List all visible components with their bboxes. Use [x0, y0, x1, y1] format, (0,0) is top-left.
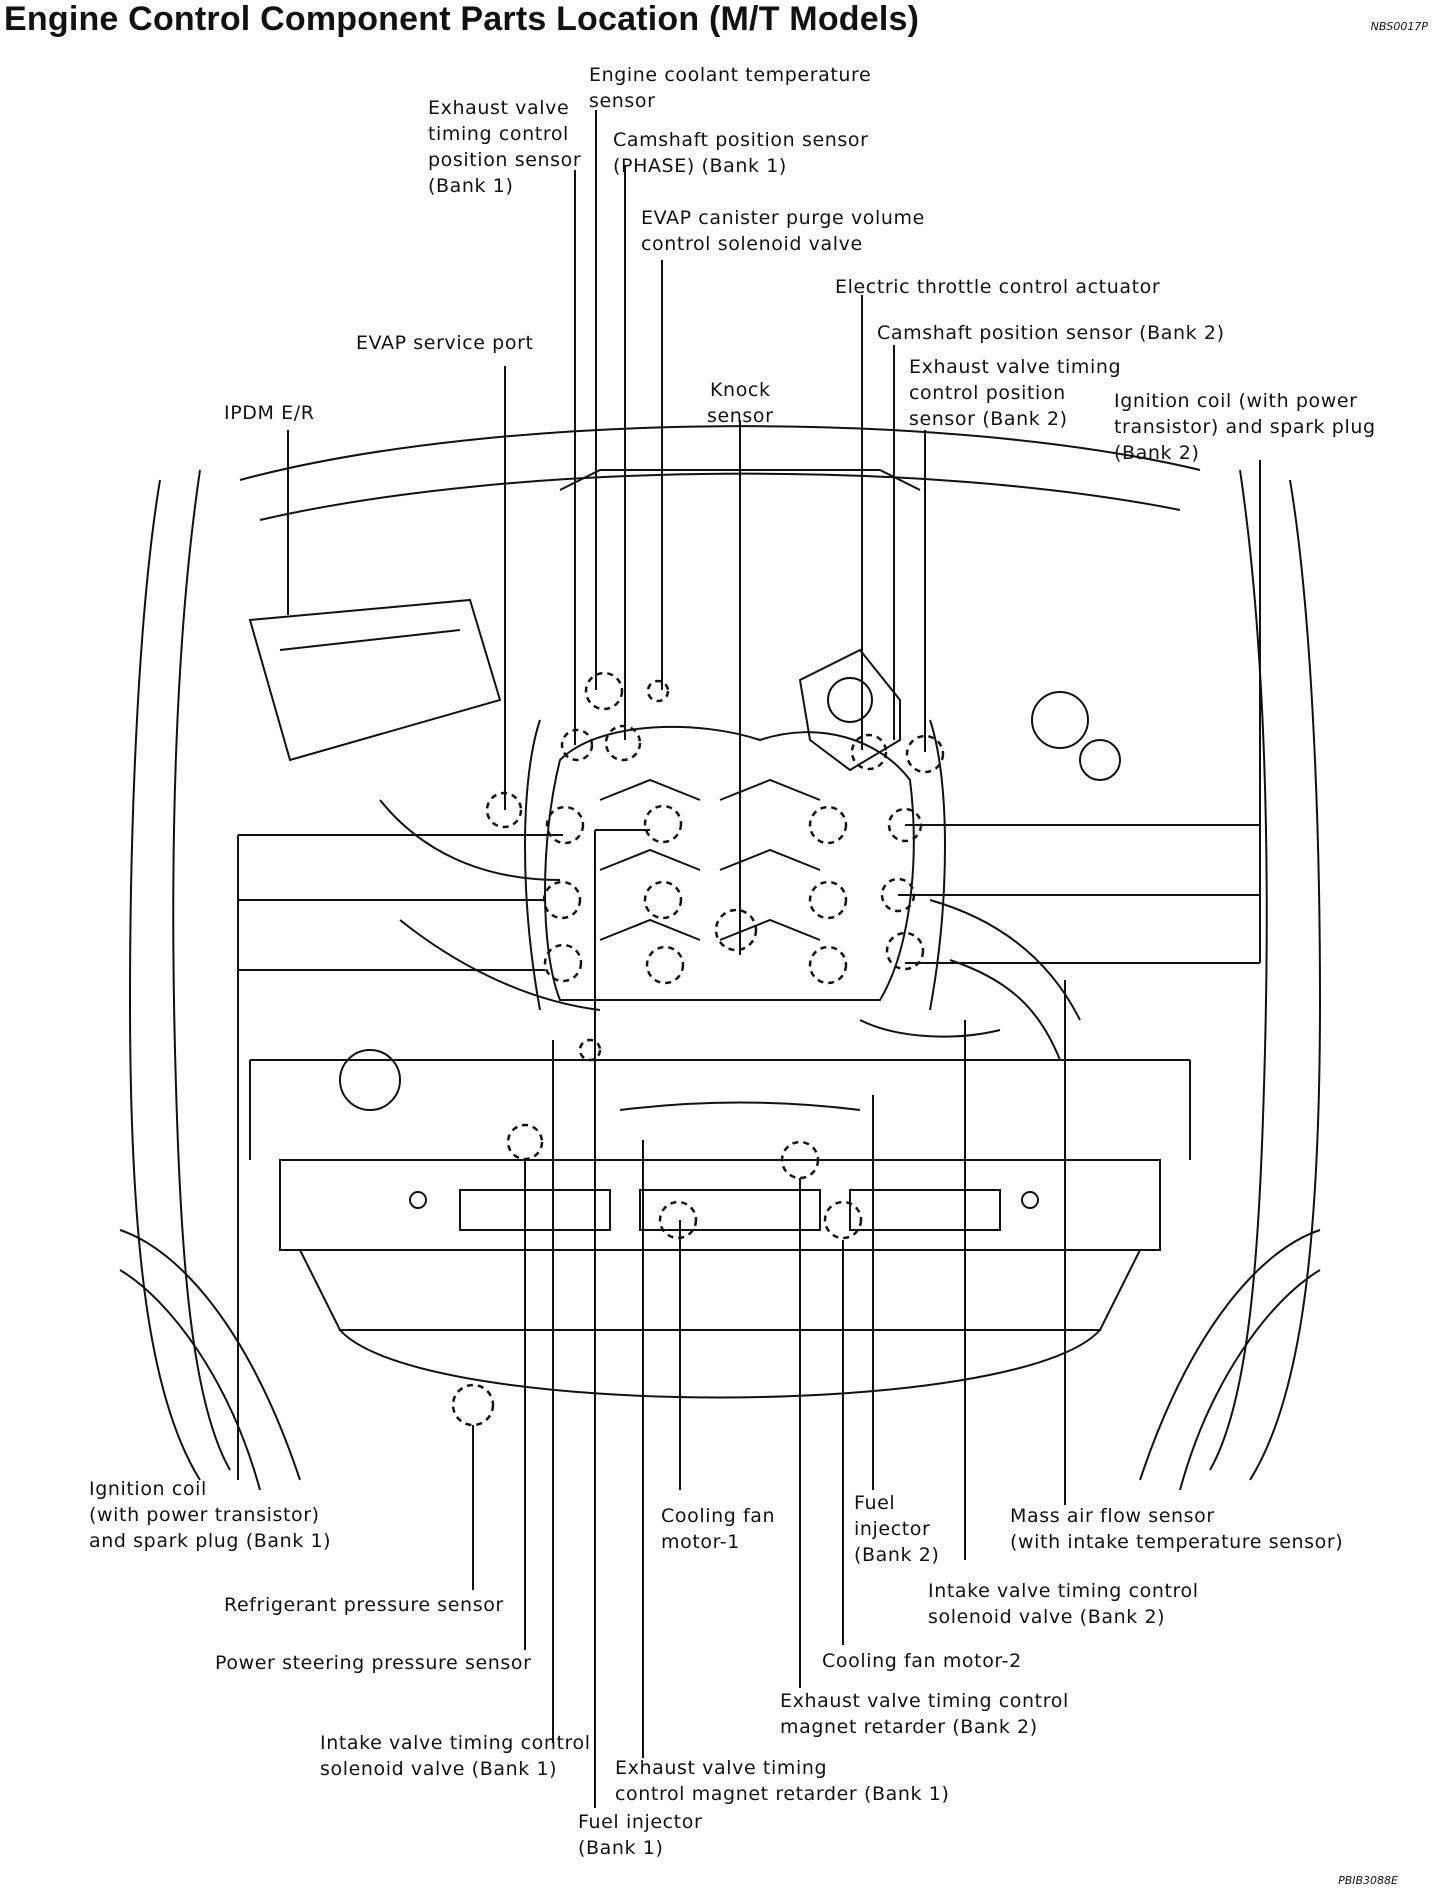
reference-code-bottom: PBIB3088E	[1338, 1874, 1398, 1887]
leader-lines	[237, 110, 1261, 1808]
reference-code-top: NBS0017P	[1370, 20, 1428, 33]
engine-block	[248, 598, 1121, 1111]
engine-bay-outline	[119, 425, 1322, 1491]
label-camshaft-position-sensor-bank2: Camshaft position sensor (Bank 2)	[877, 322, 1225, 344]
label-ignition-coil-bank1: Ignition coil(with power transistor)and …	[89, 1478, 332, 1552]
label-camshaft-position-sensor-phase-bank1: Camshaft position sensor(PHASE) (Bank 1)	[613, 129, 869, 177]
label-refrigerant-pressure-sensor: Refrigerant pressure sensor	[224, 1594, 504, 1616]
label-mass-air-flow-sensor: Mass air flow sensor(with intake tempera…	[1010, 1505, 1344, 1553]
label-fuel-injector-bank1: Fuel injector(Bank 1)	[578, 1811, 703, 1859]
label-cooling-fan-motor-2: Cooling fan motor-2	[822, 1650, 1022, 1672]
label-ipdm-er: IPDM E/R	[224, 402, 315, 424]
label-evap-service-port: EVAP service port	[356, 332, 534, 354]
component-location-markers	[451, 671, 945, 1427]
label-power-steering-pressure-sensor: Power steering pressure sensor	[215, 1652, 532, 1674]
label-electric-throttle-control-actuator: Electric throttle control actuator	[835, 276, 1161, 298]
page-title: Engine Control Component Parts Location …	[4, 0, 920, 38]
